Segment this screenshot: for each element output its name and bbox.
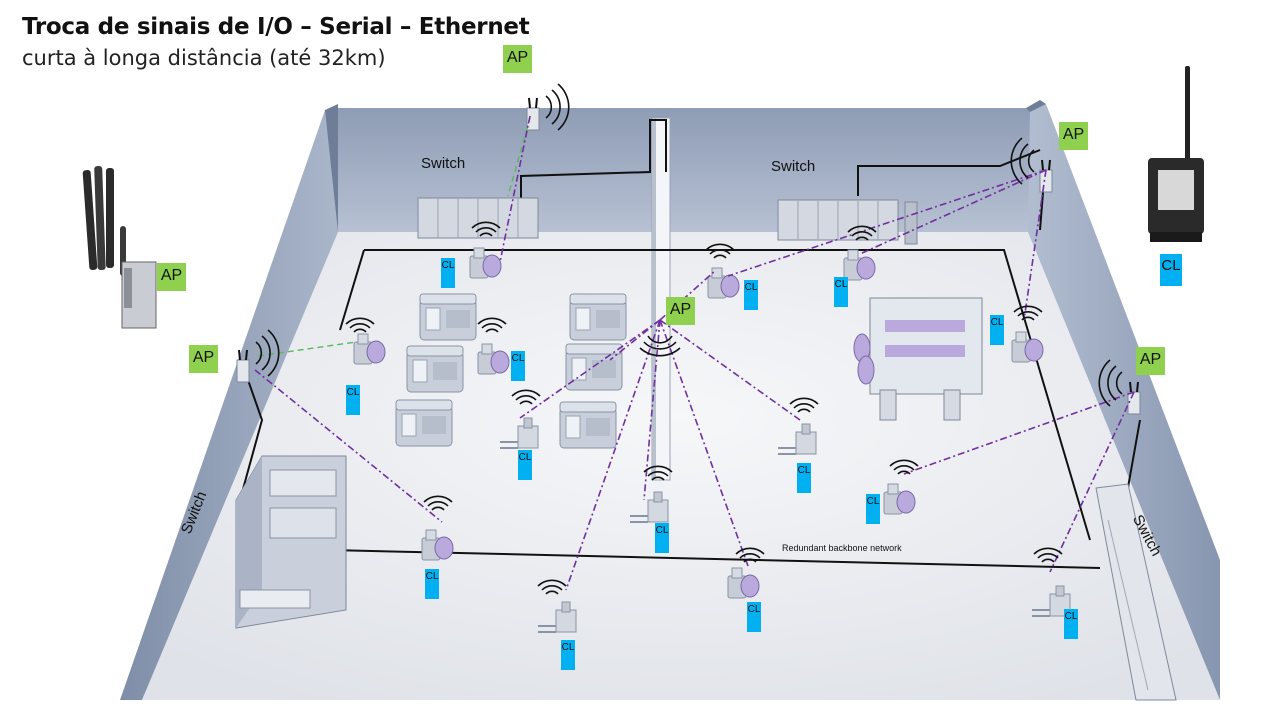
paper-machine [853, 297, 983, 421]
backbone-label: Redundant backbone network [782, 543, 902, 553]
rack-switch-left [417, 197, 539, 239]
ap-tag: AP [666, 297, 695, 325]
cl-tag: CL [346, 385, 360, 415]
cl-tag: CL [990, 315, 1004, 345]
ap-tag: AP [157, 263, 186, 291]
cl-tag: CL [441, 258, 455, 288]
cl-tag: CL [1160, 254, 1182, 286]
cl-tag: CL [1064, 609, 1078, 639]
cl-tag: CL [518, 450, 532, 480]
ap-broadcast-icon [255, 83, 1123, 407]
ap-tag: AP [1059, 122, 1088, 150]
cl-tag: CL [425, 569, 439, 599]
switch-label: Switch [771, 158, 816, 175]
left-wall [120, 110, 338, 700]
cl-tag: CL [655, 523, 669, 553]
cl-tag: CL [866, 494, 880, 524]
router-icon [82, 165, 157, 329]
ap-tag: AP [1136, 347, 1165, 375]
page-subtitle: curta à longa distância (até 32km) [22, 46, 386, 70]
control-room [235, 455, 347, 629]
cl-tag: CL [511, 351, 525, 381]
antenna-icon [1148, 66, 1204, 242]
wireless-links [254, 115, 1135, 591]
ap-tag: AP [503, 45, 532, 73]
cl-tag: CL [834, 277, 848, 307]
rack-switch-side [1095, 483, 1177, 701]
right-wall [1028, 104, 1220, 700]
switch-label: Switch [421, 155, 466, 172]
cl-tag: CL [747, 602, 761, 632]
backbone-network [239, 119, 1141, 569]
cl-tag: CL [797, 463, 811, 493]
page-title: Troca de sinais de I/O – Serial – Ethern… [22, 14, 530, 40]
cl-tag: CL [744, 280, 758, 310]
cl-tag: CL [561, 640, 575, 670]
ap-tag: AP [189, 345, 218, 373]
rack-switch-right [777, 199, 899, 241]
